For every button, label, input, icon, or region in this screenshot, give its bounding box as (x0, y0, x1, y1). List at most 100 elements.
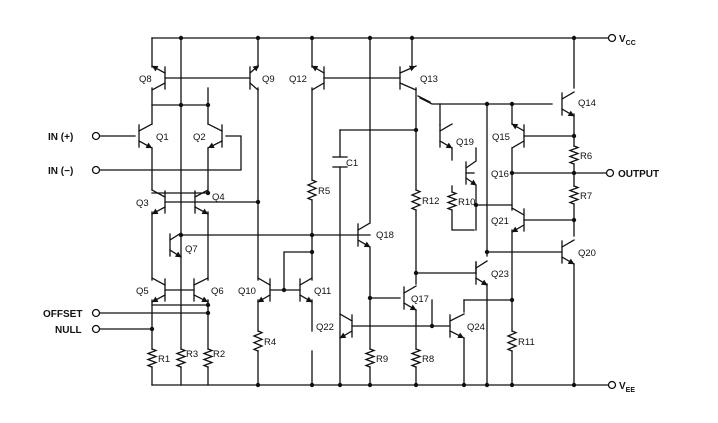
resistor-labels: R1 R3 R2 R4 R5 R9 R8 R12 R10 R11 R6 R7 (158, 151, 592, 365)
q9-transistor (249, 65, 260, 91)
r6-resistor (568, 145, 580, 165)
r6-label: R6 (580, 151, 592, 162)
null-terminal: NULL (55, 324, 155, 336)
r9-label: R9 (376, 354, 388, 365)
r3-label: R3 (186, 349, 198, 360)
transistor-group (138, 65, 575, 339)
q2-label: Q2 (193, 132, 206, 143)
resistor-group (146, 145, 580, 368)
q9-label: Q9 (262, 74, 275, 85)
r4-resistor (252, 330, 264, 352)
vee-label: V (619, 381, 626, 392)
q20-transistor (561, 239, 575, 265)
q6-label: Q6 (211, 286, 224, 297)
q17-transistor (403, 285, 417, 311)
vee-subscript: EE (626, 387, 636, 394)
q15-transistor (511, 123, 525, 149)
r10-label: R10 (458, 197, 475, 208)
vee-terminal (607, 380, 617, 390)
q13-label: Q13 (420, 74, 438, 85)
q18-label: Q18 (376, 230, 394, 241)
vcc-label: V (619, 34, 626, 45)
vcc-rail: VCC (151, 33, 636, 47)
q16-label: Q16 (491, 169, 509, 180)
transistor-labels: Q8 Q9 Q1 Q2 Q3 Q4 Q7 Q5 Q6 Q10 Q11 Q12 Q… (136, 74, 596, 333)
q7-transistor (169, 232, 182, 258)
output-terminal: OUTPUT (511, 168, 659, 180)
in-minus-label: IN (−) (48, 166, 73, 177)
rail-dots (178, 35, 577, 388)
q22-label: Q22 (316, 322, 334, 333)
q23-label: Q23 (491, 269, 509, 280)
q8-transistor (151, 65, 166, 91)
q2-transistor (207, 123, 223, 149)
q11-label: Q11 (314, 286, 331, 297)
q6-transistor (193, 277, 209, 303)
q1-transistor (138, 123, 153, 149)
r12-resistor (410, 189, 422, 211)
q18-transistor (357, 222, 371, 248)
q24-label: Q24 (467, 322, 485, 333)
q8-label: Q8 (139, 74, 152, 85)
r2-label: R2 (213, 349, 225, 360)
r7-label: R7 (580, 191, 592, 202)
r11-resistor (506, 330, 518, 352)
q3-label: Q3 (136, 198, 149, 209)
q4-transistor (194, 189, 209, 215)
in-plus-terminal: IN (+) (48, 131, 136, 143)
r1-label: R1 (158, 354, 170, 365)
null-label: NULL (55, 325, 82, 336)
r1-resistor (146, 348, 158, 368)
r4-label: R4 (264, 337, 276, 348)
q22-transistor (339, 313, 353, 339)
r7-resistor (568, 185, 580, 205)
q1-label: Q1 (156, 132, 169, 143)
q16-transistor (465, 160, 477, 186)
r8-label: R8 (422, 354, 434, 365)
capacitor-c1-label: C1 (346, 158, 358, 169)
r10-resistor (446, 191, 458, 211)
q24-transistor (449, 313, 465, 339)
r2-resistor (202, 348, 214, 368)
q5-label: Q5 (136, 286, 149, 297)
q20-label: Q20 (578, 248, 596, 259)
r11-label: R11 (518, 337, 535, 348)
r5-resistor (306, 179, 318, 201)
q13-transistor (399, 65, 417, 91)
svg-text:VEE: VEE (619, 381, 635, 394)
q19-transistor (439, 123, 453, 149)
q14-label: Q14 (578, 98, 596, 109)
interconnect-wiring (151, 37, 575, 386)
q12-label: Q12 (289, 74, 307, 85)
q17-label: Q17 (411, 294, 429, 305)
svg-text:VCC: VCC (619, 34, 636, 47)
q11-transistor (299, 277, 313, 303)
offset-terminal: OFFSET (43, 308, 211, 320)
q12-transistor (311, 65, 325, 91)
r5-label: R5 (318, 186, 330, 197)
capacitor-c1: C1 (332, 156, 358, 169)
q15-label: Q15 (492, 132, 510, 143)
vcc-subscript: CC (626, 40, 636, 47)
r3-resistor (175, 348, 187, 368)
output-label: OUTPUT (618, 169, 659, 180)
in-plus-label: IN (+) (48, 132, 73, 143)
q3-transistor (151, 189, 166, 215)
in-minus-terminal: IN (−) (48, 135, 242, 177)
q4-label: Q4 (212, 192, 225, 203)
vcc-terminal (607, 33, 617, 43)
vee-rail: VEE (151, 380, 635, 394)
q10-label: Q10 (238, 286, 256, 297)
q7-label: Q7 (185, 244, 198, 255)
q23-transistor (475, 260, 488, 286)
offset-label: OFFSET (43, 309, 82, 320)
q21-transistor (511, 207, 525, 233)
r12-label: R12 (422, 196, 439, 207)
r8-resistor (410, 348, 422, 368)
q10-transistor (257, 277, 271, 303)
q19-label: Q19 (456, 137, 474, 148)
q5-transistor (151, 277, 166, 303)
q14-transistor (561, 91, 575, 117)
q21-label: Q21 (491, 216, 509, 227)
